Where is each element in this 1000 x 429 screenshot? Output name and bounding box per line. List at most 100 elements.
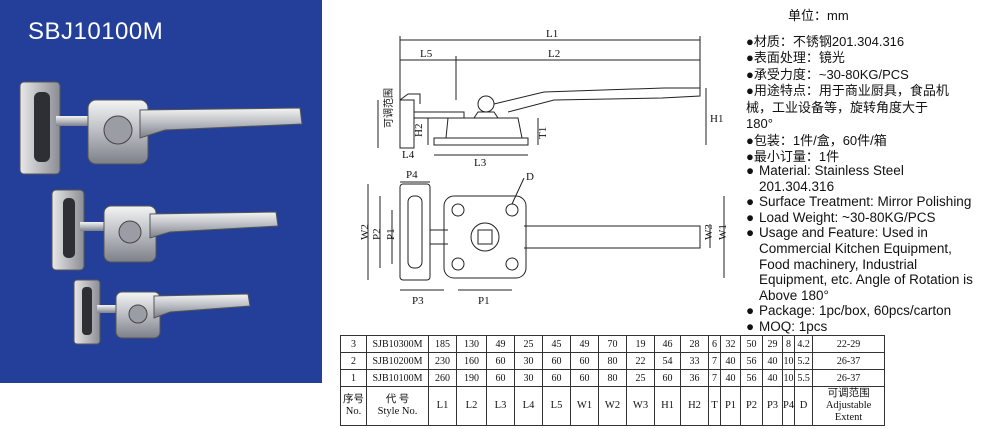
dim-W2: W2	[359, 224, 371, 240]
adjustable-range-label: 可调范围	[382, 88, 395, 128]
spec-en-item-usage: ●Usage and Feature: Used in Commercial K…	[746, 225, 998, 303]
spec-en-item-moq: ●MOQ: 1pcs	[746, 319, 998, 335]
table-header-cell: P3	[762, 386, 783, 426]
table-header-line: W3	[632, 400, 649, 411]
table-header-cell: W3	[626, 386, 655, 426]
table-header-line: L5	[550, 400, 563, 411]
table-header-line: W1	[576, 400, 593, 411]
table-cell: 45	[542, 335, 571, 353]
spec-en-item-package: ●Package: 1pc/box, 60pcs/carton	[746, 303, 998, 319]
dim-P1-bottom: P1	[478, 295, 490, 307]
table-header-line: P2	[745, 400, 758, 411]
spec-zh-line: ●用途特点：用于商业厨具，食品机	[746, 83, 949, 98]
table-cell: 70	[598, 335, 627, 353]
spec-en-line: Material: Stainless Steel	[759, 163, 904, 178]
table-header-cell: P1	[720, 386, 741, 426]
table-cell: 40	[720, 352, 741, 370]
table-header-cell: P4	[781, 386, 796, 426]
table-cell: 40	[762, 369, 783, 387]
spec-zh-item-material: ●材质：不锈钢201.304.316	[746, 34, 998, 51]
table-cell: 185	[428, 335, 457, 353]
table-cell: 49	[570, 335, 599, 353]
spec-zh-line: ●承受力度：~30-80KG/PCS	[746, 66, 909, 82]
table-header-line: L3	[494, 400, 507, 411]
dim-D: D	[526, 171, 534, 183]
table-header-cell: L4	[514, 386, 543, 426]
table-header-line: Extent	[834, 412, 863, 423]
spec-zh-line: ●包装：1件/盒，60件/箱	[746, 132, 887, 148]
table-header-cell: P2	[740, 386, 763, 426]
table-cell: 40	[720, 369, 741, 387]
table-cell: 7	[708, 352, 721, 370]
table-cell: 25	[626, 369, 655, 387]
table-cell: 60	[486, 352, 515, 370]
table-cell: 60	[486, 369, 515, 387]
table-header-cell: L1	[428, 386, 457, 426]
bullet: ●	[746, 225, 755, 241]
spec-zh-line: 械，工业设备等，旋转角度大于	[746, 99, 929, 115]
table-cell: 30	[514, 369, 543, 387]
table-cell: 80	[598, 352, 627, 370]
table-header-cell: W1	[570, 386, 599, 426]
table-cell: 190	[456, 369, 487, 387]
top-view-labels: P4 D W2 P2 P1 W3 W1 P3 P1	[359, 169, 729, 307]
dim-L1: L1	[546, 28, 558, 40]
table-header-cell: H1	[654, 386, 681, 426]
product-photo-panel: SBJ10100M	[0, 0, 322, 383]
spec-zh-item-package: ●包装：1件/盒，60件/箱	[746, 133, 998, 150]
table-header-line: L4	[522, 400, 535, 411]
dim-W1: W1	[717, 224, 729, 240]
table-cell: 130	[456, 335, 487, 353]
spec-en-line: Food machinery, Industrial	[759, 256, 918, 272]
spec-zh-item-moq: ●最小订量：1件	[746, 149, 998, 166]
spec-english: ●Material: Stainless Steel 201.304.316 ●…	[746, 163, 998, 335]
table-header-cell: L3	[486, 386, 515, 426]
table-cell: 4.2	[794, 335, 814, 353]
table-cell: 8	[781, 335, 796, 353]
table-cell: 60	[570, 352, 599, 370]
table-cell: 26-37	[812, 369, 886, 387]
spec-chinese: 单位：mm ●材质：不锈钢201.304.316 ●表面处理：镜光 ●承受力度：…	[746, 8, 998, 166]
bullet: ●	[746, 209, 755, 225]
table-cell: 56	[740, 352, 763, 370]
table-cell: 30	[514, 352, 543, 370]
table-header-cell: T	[708, 386, 721, 426]
spec-en-item-load: ●Load Weight: ~30-80KG/PCS	[746, 210, 998, 226]
table-cell: 25	[514, 335, 543, 353]
spec-en-line: Commercial Kitchen Equipment,	[759, 240, 952, 256]
dim-W3: W3	[703, 224, 715, 240]
table-header-cell: L2	[456, 386, 487, 426]
table-cell: 46	[654, 335, 681, 353]
table-cell: 5.5	[794, 369, 814, 387]
table-cell: 3	[340, 335, 367, 353]
table-cell: 6	[708, 335, 721, 353]
spec-zh-line: 180°	[746, 116, 773, 131]
table-header-line: H2	[688, 400, 701, 411]
table-cell: 60	[654, 369, 681, 387]
table-cell: 160	[456, 352, 487, 370]
table-header-cell: D	[794, 386, 814, 426]
table-header-line: L2	[465, 400, 478, 411]
spec-zh-line: ●最小订量：1件	[746, 149, 840, 164]
spec-en-item-material: ●Material: Stainless Steel 201.304.316	[746, 163, 998, 194]
table-cell: 19	[626, 335, 655, 353]
table-header-cell: H2	[680, 386, 709, 426]
table-header-line: Style No.	[377, 406, 418, 417]
table-cell: 2	[340, 352, 367, 370]
table-header-line: Adjustable	[825, 400, 872, 411]
table-header-line: 可调范围	[827, 388, 870, 399]
dim-H2: H2	[413, 124, 425, 137]
table-cell: 32	[720, 335, 741, 353]
table-header-cell: W2	[598, 386, 627, 426]
dim-P3: P3	[412, 295, 424, 307]
spec-zh-item-usage: ●用途特点：用于商业厨具，食品机 械，工业设备等，旋转角度大于 180°	[746, 83, 998, 133]
table-header-line: T	[711, 400, 718, 411]
table-cell: 22	[626, 352, 655, 370]
table-header-line: D	[799, 400, 808, 411]
